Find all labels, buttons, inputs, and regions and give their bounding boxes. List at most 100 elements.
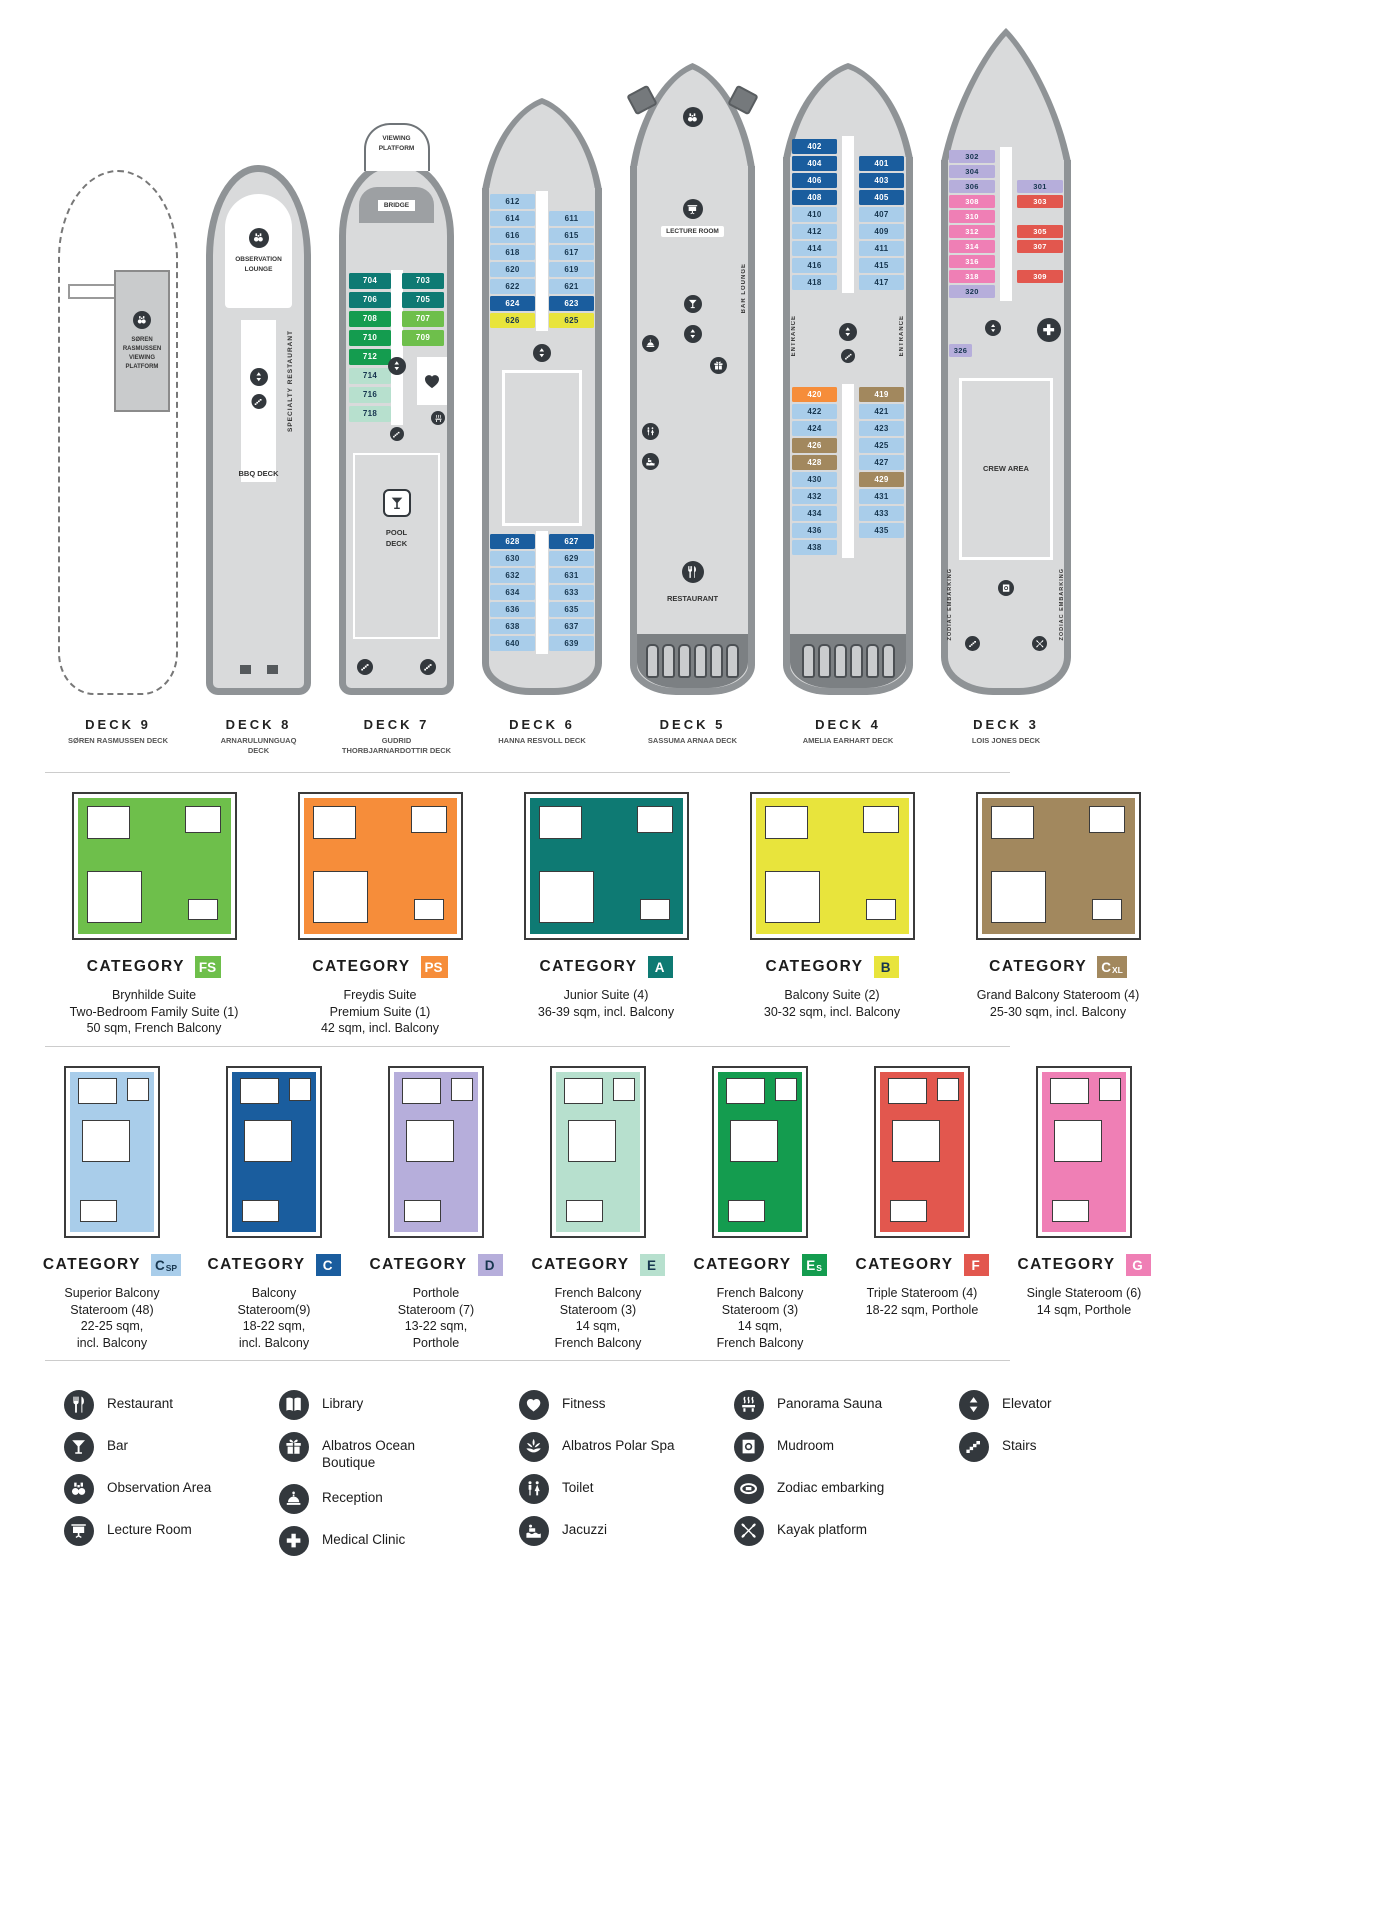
kayak-platform-icon [1032,636,1047,651]
legend-item-boutique: Albatros Ocean Boutique [279,1432,489,1472]
cabin: 417 [859,275,904,290]
category-code: E [806,1257,816,1273]
furniture-block [86,806,130,839]
cabin: 302 [949,150,995,163]
category-code: E [647,1257,657,1273]
category-label: CATEGORY [312,958,411,975]
category-description: Single Stateroom (6) 14 sqm, Porthole [1026,1286,1142,1317]
category-row-suites: CATEGORY FS Brynhilde Suite Two-Bedroom … [48,792,1164,1037]
cabin: 411 [859,241,904,256]
cabin-row: 318 309 [949,270,1063,283]
viewing-platform-label: VIEWING PLATFORM [363,123,430,171]
cabin: 412 [792,224,837,239]
cabin: 626 [490,313,535,328]
toilet-icon [642,423,659,440]
furniture-block [728,1200,766,1223]
deck-number: DECK 7 [363,717,430,732]
stairs-icon [251,394,266,409]
furniture-block [312,806,356,839]
boutique-icon [279,1432,309,1462]
furniture-block [1088,806,1126,834]
cabin: 426 [792,438,837,453]
stateroom-floorplan [64,1066,160,1238]
furniture-block [402,1078,442,1104]
cabin: 622 [490,279,535,294]
deck-7-column: VIEWING PLATFORM BRIDGE 704 703 706 705 … [339,123,454,757]
cabin: 423 [859,421,904,436]
cabin-row: 404 401 [792,156,904,171]
library-icon [279,1390,309,1420]
category-label: CATEGORY [693,1256,792,1273]
cabin: 404 [792,156,837,171]
furniture-block [636,806,674,834]
legend-label: Reception [322,1489,383,1505]
legend-label: Stairs [1002,1438,1037,1453]
category-title: CATEGORY G [1017,1254,1151,1276]
cabin-row: 310 [949,210,1063,223]
zodiac-embarking-label: ZODIAC EMBARKING [947,568,953,641]
deck-9-caption: DECK 9 SØREN RASMUSSEN DECK [68,717,168,757]
category-code-chip: FS [194,956,222,978]
cabin-row: 306 301 [949,180,1063,193]
category-title: CATEGORY D [369,1254,503,1276]
legend-column: Elevator Stairs [959,1390,1089,1568]
vent [266,665,278,674]
cabin: 632 [490,568,535,583]
cabin: 407 [859,207,904,222]
furniture-block [1099,1078,1121,1101]
cabin: 616 [490,228,535,243]
cabin: 438 [792,540,837,555]
deck-number: DECK 4 [815,717,881,732]
category-description: Superior Balcony Stateroom (48) 22-25 sq… [64,1286,160,1350]
zodiac-boat [865,644,879,678]
category-card: CATEGORY D Porthole Stateroom (7) 13-22 … [360,1066,512,1351]
cabin: 709 [402,330,444,346]
category-code: C [1101,959,1111,975]
legend-item-library: Library [279,1390,489,1420]
legend-label: Bar [107,1438,129,1453]
observation-area-icon [64,1474,94,1504]
legend-item-reception: Reception [279,1483,489,1514]
legend-label: Albatros Ocean Boutique [322,1438,416,1470]
stairs-icon [959,1432,989,1462]
furniture-block [81,1120,131,1162]
cabin: 625 [549,313,594,328]
stateroom-floorplan [523,792,689,940]
category-title: CATEGORY PS [312,956,448,978]
furniture-block [243,1120,293,1162]
cabin: 416 [792,258,837,273]
category-code-sub: S [816,1263,822,1273]
deck-number: DECK 3 [973,717,1039,732]
category-code-sub: XL [1112,965,1123,975]
furniture-block [990,806,1034,839]
cabin: 425 [859,438,904,453]
furniture-block [127,1078,149,1101]
legend-label: Observation Area [107,1480,212,1495]
jacuzzi-icon [519,1516,549,1546]
cabin: 714 [349,368,391,384]
furniture-block [80,1200,118,1223]
cabin-row: 618 617 [490,245,594,260]
category-card: CATEGORY E French Balcony Stateroom (3) … [522,1066,674,1351]
legend-label: Albatros Polar Spa [562,1438,675,1453]
deck-8-column: OBSERVATION LOUNGE SPECIALTY RESTAURANT … [206,165,311,757]
reception-icon [642,335,659,352]
furniture-block [888,1078,928,1104]
category-card: CATEGORY A Junior Suite (4) 36-39 sqm, i… [500,792,712,1037]
category-description: Balcony Suite (2) 30-32 sqm, incl. Balco… [763,988,901,1019]
cabin: 414 [792,241,837,256]
cabin: 421 [859,404,904,419]
deck-3-cabins: 302 304 306 301 308 303 310 [949,147,1063,301]
category-code: G [1132,1257,1143,1273]
zodiac-boat [646,644,659,678]
bow-shape [941,28,1071,162]
cabin-row: 326 [949,344,995,357]
zodiac-embarking-label: ZODIAC EMBARKING [1059,568,1065,641]
cabin: 301 [1017,180,1063,193]
cabin-row: 314 307 [949,240,1063,253]
lecture-room-icon [682,199,703,219]
deck-4-caption: DECK 4 AMELIA EARHART DECK [803,717,894,757]
cabin: 304 [949,165,995,178]
